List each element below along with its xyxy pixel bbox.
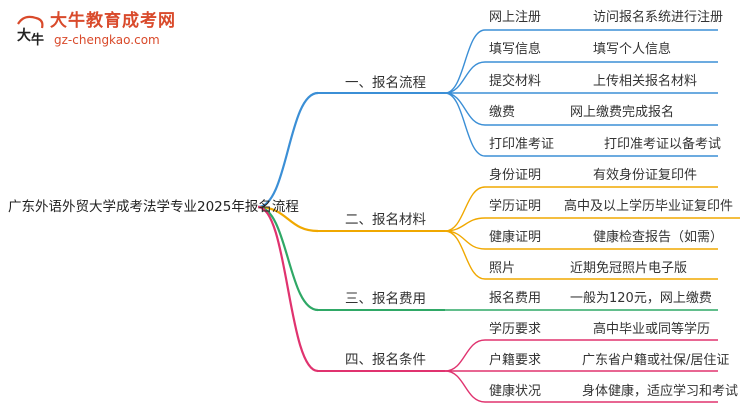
branch-leaf-connector — [444, 370, 486, 403]
root-branch-connector — [257, 91, 319, 209]
leaf-key: 身份证明 — [489, 168, 542, 183]
root-node: 广东外语外贸大学成考法学专业2025年报名流程 — [8, 199, 299, 215]
root-branch-connector — [257, 205, 319, 312]
branch-leaf-connector — [444, 29, 486, 94]
logo-title: 大牛教育成考网 — [50, 11, 176, 31]
leaf-value: 一般为120元，网上缴费 — [570, 291, 712, 306]
branch-leaf-connector — [444, 61, 486, 94]
branch-label-fee: 三、报名费用 — [345, 291, 426, 307]
logo-url: gz-chengkao.com — [54, 33, 160, 47]
leaf-key: 健康证明 — [489, 230, 542, 245]
leaf-key: 报名费用 — [489, 291, 542, 306]
branch-leaf-connector — [444, 92, 486, 126]
leaf-key: 打印准考证 — [489, 137, 555, 152]
leaf-key: 户籍要求 — [489, 353, 542, 368]
leaf-value: 广东省户籍或社保/居住证 — [582, 353, 730, 368]
leaf-value: 填写个人信息 — [593, 42, 672, 57]
branch-leaf-connector — [444, 217, 486, 232]
branch-leaf-connector — [444, 186, 486, 232]
leaf-key: 照片 — [489, 261, 516, 276]
leaf-key: 学历要求 — [489, 322, 542, 337]
branch-label-materials: 二、报名材料 — [345, 212, 426, 228]
leaf-value: 有效身份证复印件 — [593, 168, 698, 183]
leaf-key: 学历证明 — [489, 199, 542, 214]
leaf-key: 填写信息 — [489, 42, 542, 57]
leaf-value: 健康检查报告（如需） — [593, 230, 724, 245]
leaf-value: 访问报名系统进行注册 — [593, 10, 724, 25]
branch-label-process: 一、报名流程 — [345, 75, 426, 91]
branch-leaf-connector — [444, 339, 486, 372]
leaf-value: 身体健康，适应学习和考试 — [582, 384, 739, 399]
leaf-value: 高中毕业或同等学历 — [593, 322, 711, 337]
leaf-value: 上传相关报名材料 — [593, 74, 698, 89]
logo-icon: 大 牛 — [17, 15, 44, 46]
root-branch-connector — [257, 205, 319, 233]
branch-leaf-connector — [444, 230, 486, 280]
branch-leaf-connector — [444, 92, 486, 157]
leaf-value: 高中及以上学历毕业证复印件 — [564, 199, 734, 214]
svg-text:牛: 牛 — [31, 32, 44, 46]
leaf-key: 网上注册 — [489, 10, 542, 25]
root-branch-connector — [257, 205, 319, 373]
leaf-value: 打印准考证以备考试 — [604, 137, 722, 152]
svg-text:大: 大 — [17, 27, 31, 44]
branch-leaf-connector — [444, 230, 486, 250]
leaf-key: 健康状况 — [489, 384, 542, 399]
leaf-key: 缴费 — [489, 105, 516, 120]
leaf-key: 提交材料 — [489, 74, 542, 89]
leaf-value: 网上缴费完成报名 — [570, 105, 675, 120]
branch-label-conditions: 四、报名条件 — [345, 352, 426, 368]
leaf-value: 近期免冠照片电子版 — [570, 261, 688, 276]
